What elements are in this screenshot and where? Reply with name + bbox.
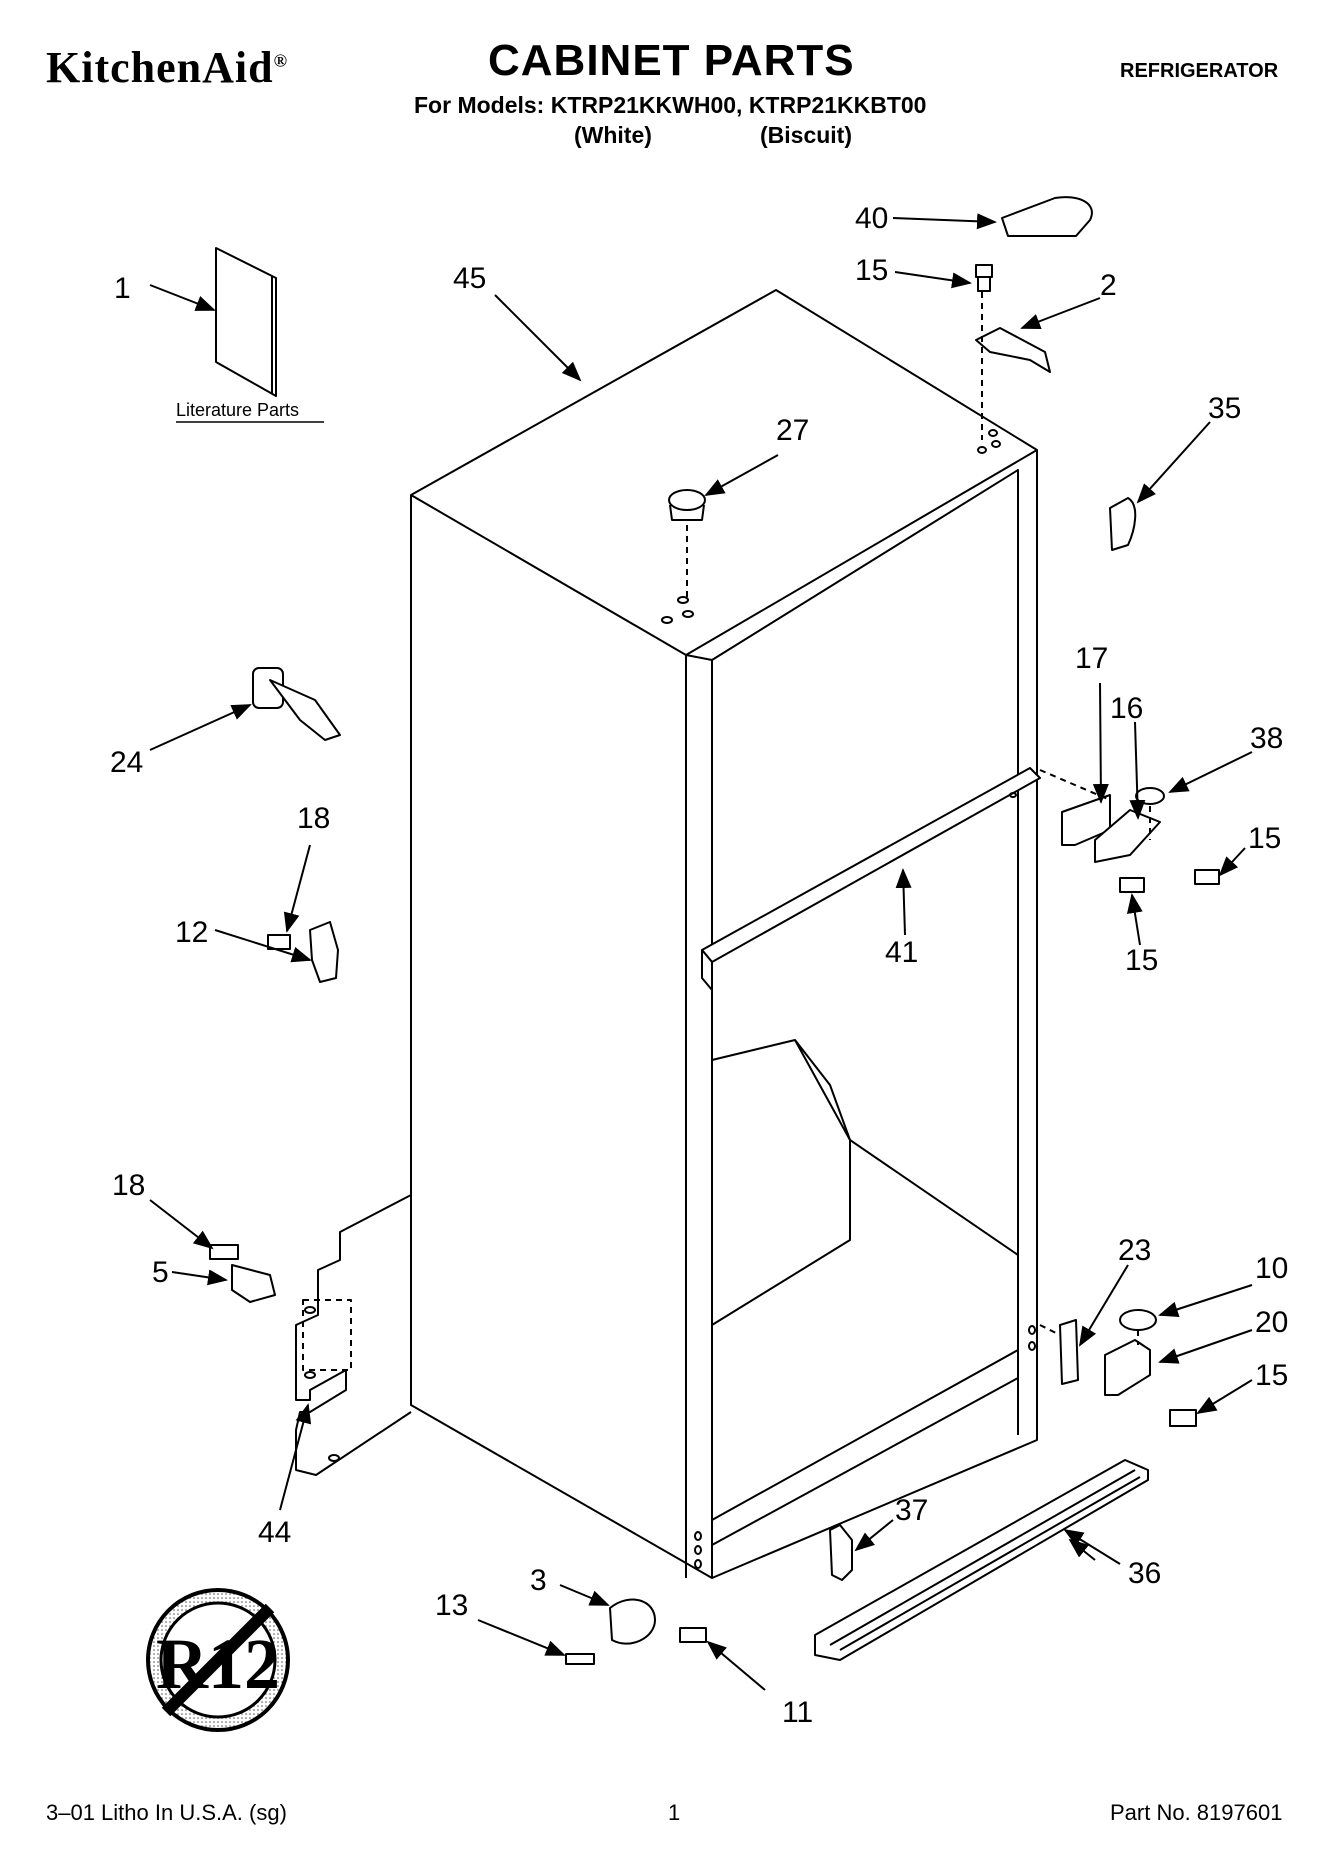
hinge-cap	[1109, 497, 1137, 551]
color-biscuit-label: (Biscuit)	[760, 122, 852, 148]
callout-1: 1	[114, 272, 131, 305]
screw-18a	[267, 934, 291, 950]
callout-23: 23	[1118, 1234, 1151, 1267]
screw-15c	[1119, 877, 1145, 893]
hinge-cover	[1001, 196, 1093, 237]
callout-38: 38	[1250, 722, 1283, 755]
page-number: 1	[668, 1800, 681, 1825]
callout-13: 13	[435, 1589, 468, 1622]
callout-17: 17	[1075, 642, 1108, 675]
screw-15b	[1194, 869, 1220, 885]
washer-10	[1119, 1309, 1157, 1331]
bracket-12	[309, 921, 339, 983]
back-panel	[295, 1194, 412, 1476]
callout-15-bottom: 15	[1255, 1359, 1288, 1392]
divider-rail	[701, 767, 1041, 991]
callout-27: 27	[776, 414, 809, 447]
print-info: 3–01 Litho In U.S.A. (sg)	[46, 1800, 287, 1825]
callout-12: 12	[175, 916, 208, 949]
callout-37: 37	[895, 1494, 928, 1527]
page-title: CABINET PARTS	[488, 36, 855, 85]
callout-2: 2	[1100, 269, 1117, 302]
color-white-label: (White)	[574, 122, 652, 148]
callout-15-below: 15	[1125, 944, 1158, 977]
callout-3: 3	[530, 1564, 547, 1597]
top-hinge	[975, 327, 1051, 373]
callout-24: 24	[110, 746, 143, 779]
literature-label: Literature Parts	[176, 400, 299, 420]
grille-clip	[829, 1524, 853, 1581]
models-line: For Models: KTRP21KKWH00, KTRP21KKBT00	[414, 92, 927, 118]
callout-36: 36	[1128, 1557, 1161, 1590]
center-hinge-16	[1094, 809, 1161, 863]
hinge-shim-23	[1059, 1319, 1079, 1385]
callout-35: 35	[1208, 392, 1241, 425]
door-stop-part	[252, 667, 341, 741]
r12-logo-text: R12	[156, 1624, 280, 1704]
clamp-5	[231, 1264, 276, 1303]
callout-44: 44	[258, 1516, 291, 1549]
callout-10: 10	[1255, 1252, 1288, 1285]
callout-18-lower: 18	[112, 1169, 145, 1202]
roller-3	[609, 1598, 656, 1645]
callout-labels: 1 45 40 15 2 35 27 17 16 38 15 15 24 18 …	[110, 202, 1288, 1729]
pin-13	[565, 1653, 595, 1665]
washer-38	[1135, 787, 1165, 805]
bottom-hinge-20	[1104, 1339, 1151, 1396]
callout-41: 41	[885, 936, 918, 969]
appliance-type: REFRIGERATOR	[1120, 60, 1279, 82]
callout-15-top: 15	[855, 254, 888, 287]
toe-grille	[814, 1459, 1149, 1661]
refrigerator-cabinet	[410, 289, 1038, 1579]
part-number: Part No. 8197601	[1110, 1800, 1283, 1825]
screw-11	[679, 1627, 707, 1643]
brand-logo: KitchenAid®	[46, 43, 289, 92]
literature-booklet	[215, 247, 277, 397]
callout-45: 45	[453, 262, 486, 295]
screw-15d	[1169, 1409, 1197, 1427]
callout-20: 20	[1255, 1306, 1288, 1339]
callout-11: 11	[782, 1696, 813, 1729]
no-r12-logo	[146, 1588, 290, 1732]
callout-16: 16	[1110, 692, 1143, 725]
top-plug	[668, 489, 706, 521]
callout-5: 5	[152, 1256, 169, 1289]
screw-18b	[209, 1244, 239, 1260]
callout-40: 40	[855, 202, 888, 235]
screw-top	[975, 264, 993, 292]
callout-18-upper: 18	[297, 802, 330, 835]
callout-15-right: 15	[1248, 822, 1281, 855]
